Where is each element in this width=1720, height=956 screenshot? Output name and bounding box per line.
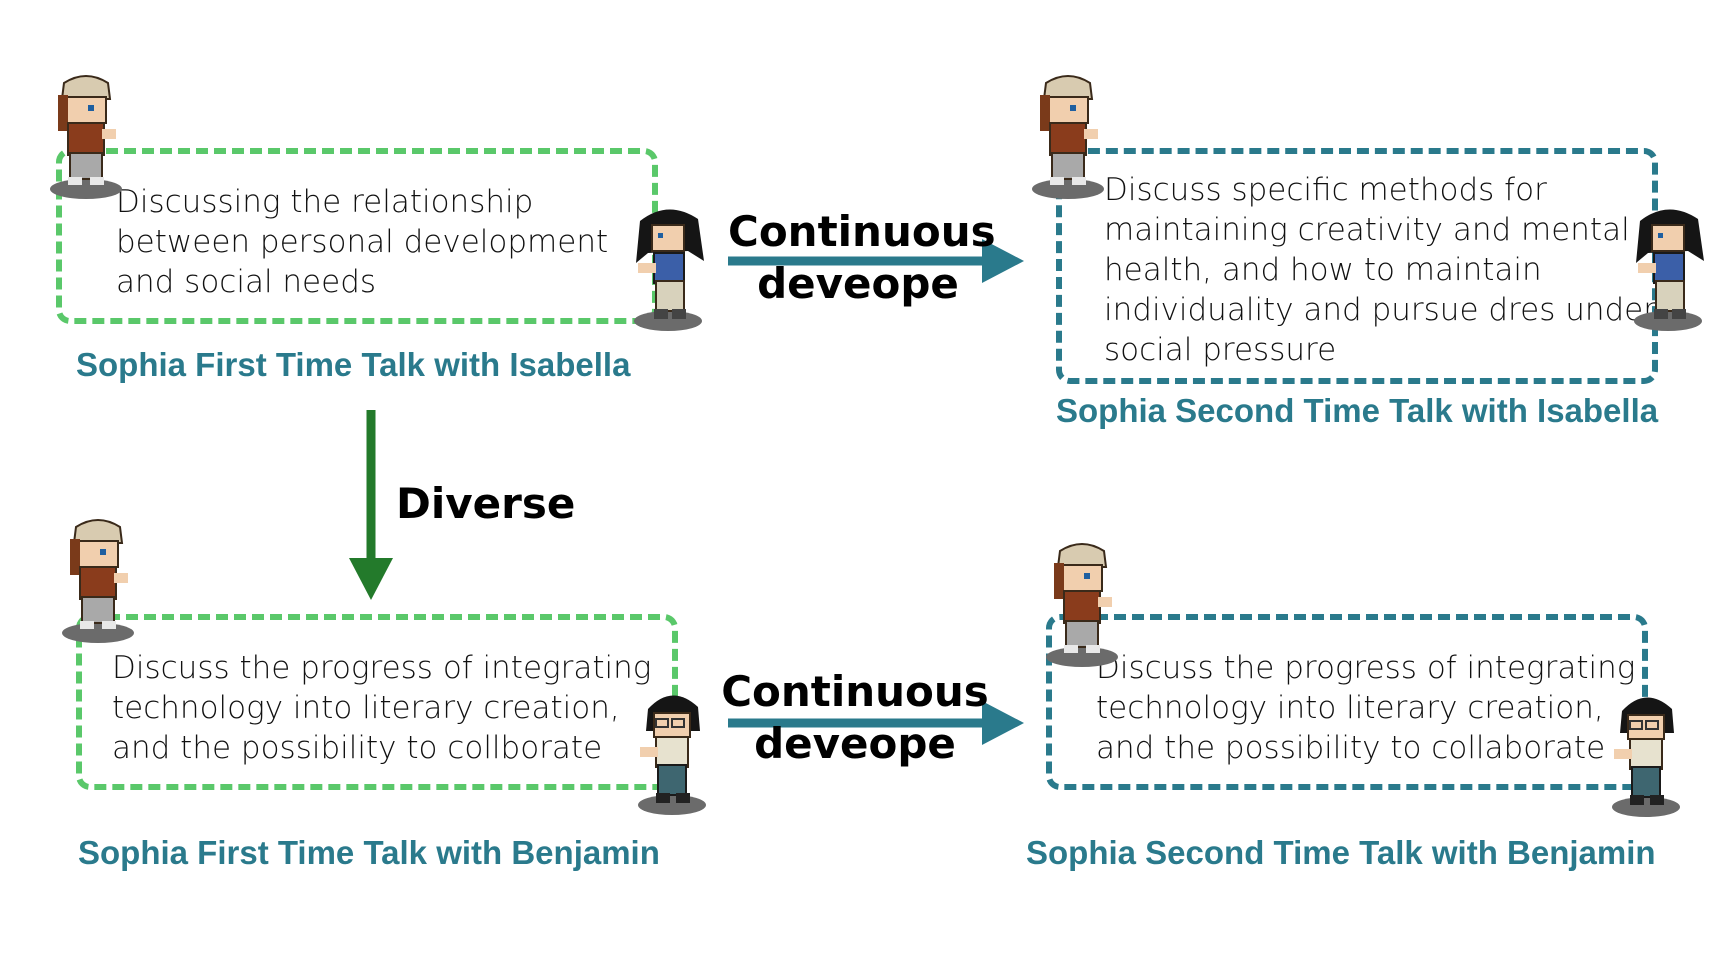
dialogue-line: Discuss the progress of integrating bbox=[1096, 650, 1636, 686]
right-arrow-top bbox=[728, 239, 1024, 283]
arrow-label-line: deveope bbox=[757, 259, 959, 308]
dialogue-line: Discussing the relationship bbox=[116, 184, 534, 220]
arrow-label-line: Continuous bbox=[721, 667, 989, 716]
dialogue-text-first-benjamin: Discuss the progress of integrating tech… bbox=[112, 648, 651, 768]
dialogue-line: individuality and pursue dres under bbox=[1104, 292, 1656, 328]
caption-second-isabella: Sophia Second Time Talk with Isabella bbox=[1056, 392, 1659, 429]
dialogue-line: and the possibility to collborate bbox=[112, 730, 603, 766]
benjamin-character-icon bbox=[1611, 696, 1681, 818]
dialogue-line: technology into literary creation, bbox=[112, 690, 620, 726]
dialogue-line: technology into literary creation, bbox=[1096, 690, 1604, 726]
arrow-label-bottom: Continuous deveope bbox=[720, 666, 990, 770]
arrow-label-top: Continuous deveope bbox=[728, 206, 996, 310]
caption-first-isabella: Sophia First Time Talk with Isabella bbox=[76, 346, 631, 383]
dialogue-text-first-isabella: Discussing the relationship between pers… bbox=[116, 182, 608, 302]
dialogue-line: health, and how to maintain bbox=[1104, 252, 1542, 288]
sophia-character-icon bbox=[49, 75, 123, 200]
dialogue-line: and the possibility to collaborate bbox=[1096, 730, 1606, 766]
dialogue-line: social pressure bbox=[1104, 332, 1337, 368]
sophia-character-icon bbox=[1031, 75, 1105, 200]
sophia-character-icon bbox=[1045, 543, 1119, 668]
right-arrow-bottom bbox=[728, 701, 1024, 745]
dialogue-line: Discuss the progress of integrating bbox=[112, 650, 652, 686]
dialogue-text-second-benjamin: Discuss the progress of integrating tech… bbox=[1096, 648, 1635, 768]
arrow-label-line: Continuous bbox=[728, 207, 996, 256]
dialogue-line: maintaining creativity and mental bbox=[1104, 212, 1630, 248]
dialogue-text-second-isabella: Discuss specific methods for maintaining… bbox=[1104, 170, 1656, 370]
dialogue-line: between personal development bbox=[116, 224, 609, 260]
arrow-label-line: deveope bbox=[754, 719, 956, 768]
arrow-label-diverse: Diverse bbox=[396, 479, 576, 528]
isabella-character-icon bbox=[1633, 208, 1705, 332]
benjamin-character-icon bbox=[637, 694, 707, 816]
isabella-character-icon bbox=[633, 208, 705, 332]
dialogue-line: and social needs bbox=[116, 264, 377, 300]
caption-first-benjamin: Sophia First Time Talk with Benjamin bbox=[78, 834, 660, 871]
caption-second-benjamin: Sophia Second Time Talk with Benjamin bbox=[1026, 834, 1656, 871]
dialogue-line: Discuss specific methods for bbox=[1104, 172, 1547, 208]
down-arrow-diverse bbox=[349, 410, 393, 600]
sophia-character-icon bbox=[61, 519, 135, 644]
